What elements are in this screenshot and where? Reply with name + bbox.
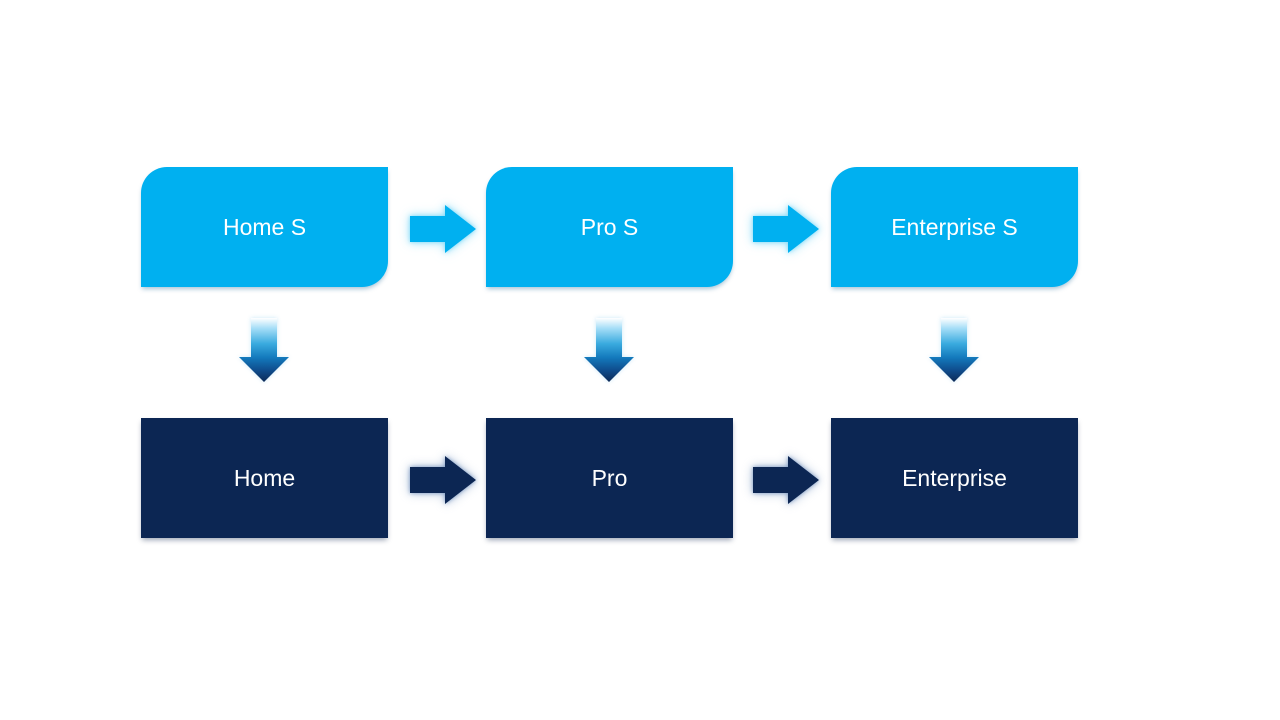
box-label: Home — [233, 464, 296, 491]
right-arrow-icon — [410, 456, 476, 504]
down-arrow-icon — [929, 318, 979, 382]
box-label: Enterprise S — [891, 213, 1018, 240]
box-home-s: Home S — [141, 167, 388, 287]
down-arrow-icon — [239, 318, 289, 382]
box-home: Home — [141, 418, 388, 538]
box-label: Home S — [222, 213, 307, 240]
box-label: Pro S — [580, 213, 639, 240]
box-pro: Pro — [486, 418, 733, 538]
down-arrow-icon — [584, 318, 634, 382]
box-label: Pro — [591, 464, 628, 491]
box-enterprise: Enterprise — [831, 418, 1078, 538]
right-arrow-icon — [753, 456, 819, 504]
right-arrow-icon — [753, 205, 819, 253]
right-arrow-icon — [410, 205, 476, 253]
box-enterprise-s: Enterprise S — [831, 167, 1078, 287]
box-label: Enterprise — [902, 464, 1007, 491]
box-pro-s: Pro S — [486, 167, 733, 287]
